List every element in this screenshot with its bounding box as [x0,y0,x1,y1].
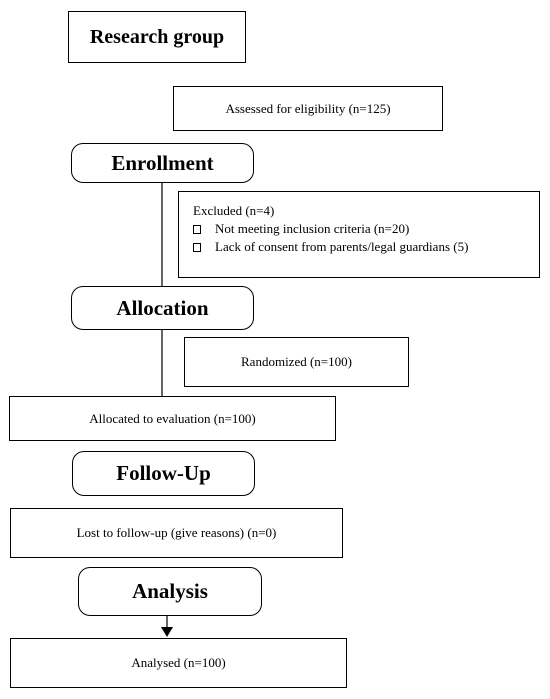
excluded-item-label: Lack of consent from parents/legal guard… [215,239,469,254]
excluded-box: Excluded (n=4) Not meeting inclusion cri… [178,191,540,278]
lost-to-follow-up-label: Lost to follow-up (give reasons) (n=0) [76,525,277,540]
checkbox-bullet-icon [193,242,201,252]
analysis-stage-box: Analysis [78,567,262,616]
allocation-stage-box: Allocation [71,286,254,330]
analysis-label: Analysis [132,579,208,603]
randomized-label: Randomized (n=100) [241,354,352,369]
excluded-item-label: Not meeting inclusion criteria (n=20) [215,221,410,236]
assessed-label: Assessed for eligibility (n=125) [225,100,391,116]
arrowhead-down [161,627,173,637]
excluded-title: Excluded (n=4) [193,203,275,218]
randomized-box: Randomized (n=100) [184,337,409,387]
allocated-box: Allocated to evaluation (n=100) [9,396,336,441]
lost-to-follow-up-box: Lost to follow-up (give reasons) (n=0) [10,508,343,558]
analysed-label: Analysed (n=100) [131,655,226,670]
follow-up-stage-box: Follow-Up [72,451,255,496]
research-group-box: Research group [68,11,246,63]
enrollment-label: Enrollment [111,150,214,175]
excluded-item: Not meeting inclusion criteria (n=20) [193,220,539,238]
enrollment-stage-box: Enrollment [71,143,254,183]
checkbox-bullet-icon [193,224,201,234]
allocated-label: Allocated to evaluation (n=100) [89,410,256,426]
excluded-item: Lack of consent from parents/legal guard… [193,238,539,256]
analysed-box: Analysed (n=100) [10,638,347,688]
allocation-label: Allocation [116,295,209,320]
follow-up-label: Follow-Up [116,461,211,485]
research-group-label: Research group [89,25,225,48]
assessed-box: Assessed for eligibility (n=125) [173,86,443,131]
